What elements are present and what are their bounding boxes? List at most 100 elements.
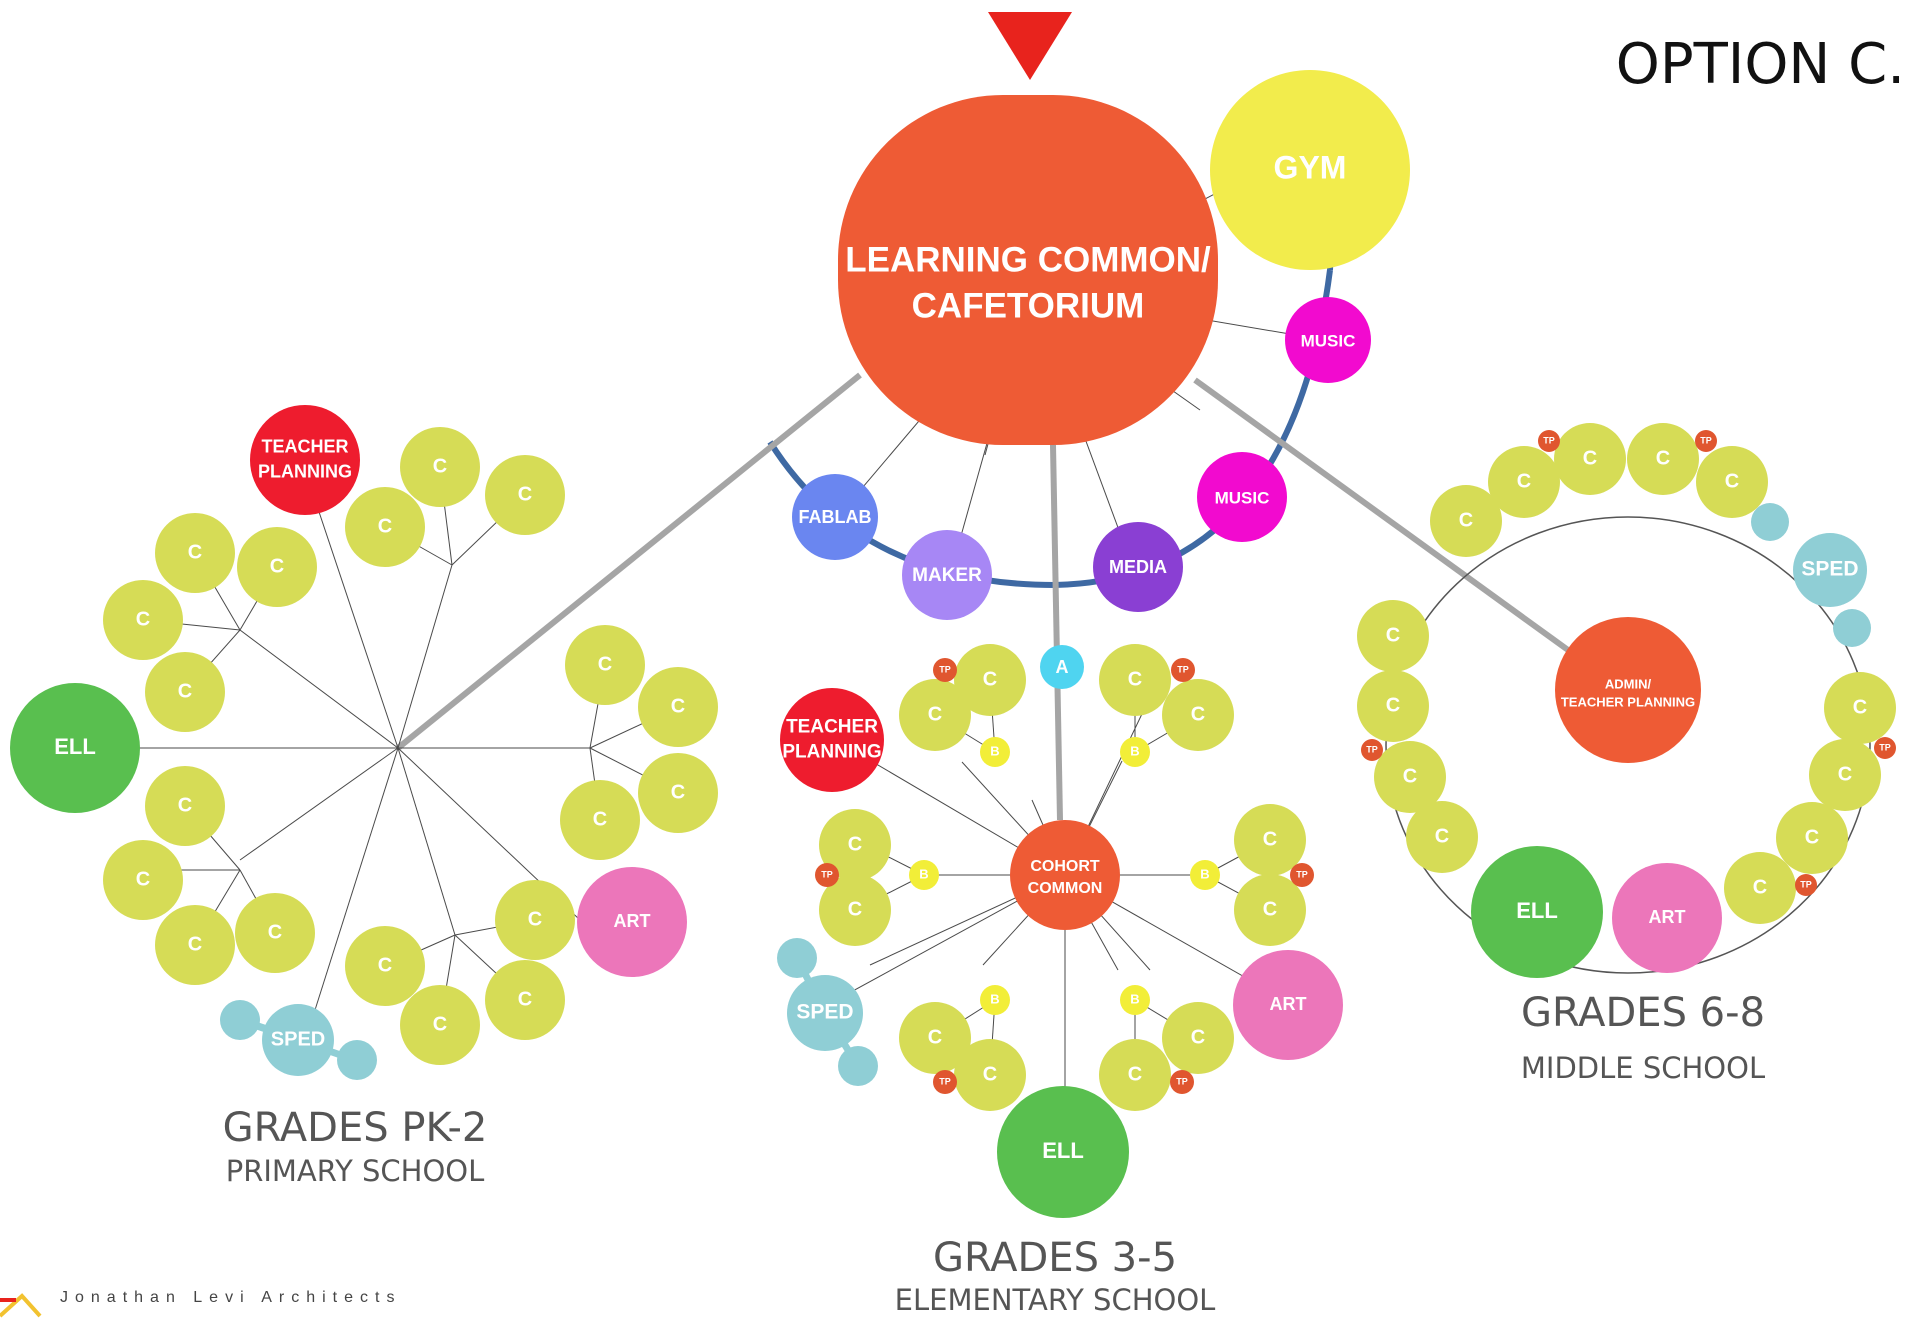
gym-label: GYM	[1274, 149, 1347, 185]
spine-middle	[1193, 377, 1570, 653]
classroom-label: C	[1403, 765, 1417, 787]
classroom-node	[1488, 446, 1560, 518]
ell-label: ELL	[1042, 1138, 1084, 1163]
tp-badge-label: TP	[1296, 869, 1308, 879]
classroom-node	[819, 874, 891, 946]
classroom-label: C	[1853, 696, 1867, 718]
classroom-node	[235, 893, 315, 973]
classroom-label: C	[983, 668, 997, 690]
classroom-node	[155, 513, 235, 593]
classroom-label: C	[378, 515, 392, 537]
firm-logo-icon	[0, 1293, 42, 1318]
classroom-label: C	[136, 868, 150, 890]
primary-spoke	[397, 564, 453, 749]
tp-badge-label: TP	[1879, 742, 1891, 752]
middle-heading: GRADES 6-8	[1521, 990, 1765, 1036]
classroom-node	[1724, 852, 1796, 924]
classroom-node	[485, 455, 565, 535]
elementary-heading: GRADES 3-5	[933, 1235, 1177, 1281]
classroom-label: C	[598, 653, 612, 675]
diagram-labels: OPTION C.LEARNING COMMON/CAFETORIUMGYMMU…	[54, 32, 1905, 1317]
classroom-label: C	[1435, 825, 1449, 847]
classroom-label: C	[848, 898, 862, 920]
learning-common-cafetorium	[838, 95, 1218, 445]
sped-room-node	[838, 1046, 878, 1086]
tp-badge	[1795, 874, 1817, 896]
tp-badge	[1171, 658, 1195, 682]
classroom-label: C	[1263, 828, 1277, 850]
firm-name: Jonathan Levi Architects	[60, 1289, 401, 1306]
classroom-label: C	[528, 908, 542, 930]
classroom-label: C	[1386, 694, 1400, 716]
classroom-label: C	[178, 794, 192, 816]
sped-label: SPED	[796, 1001, 853, 1024]
learning-common-label-line-1: LEARNING COMMON/	[845, 240, 1211, 279]
classroom-label: C	[268, 921, 282, 943]
a-badge	[1040, 645, 1084, 689]
classroom-node	[1824, 672, 1896, 744]
media-node	[1093, 522, 1183, 612]
music-node	[1197, 452, 1287, 542]
classroom-label: C	[1656, 447, 1670, 469]
b-badge	[1190, 860, 1220, 890]
tp-badge	[815, 863, 839, 887]
sped-label: SPED	[271, 1028, 325, 1050]
sped-label: SPED	[1801, 558, 1858, 581]
middle-subheading: MIDDLE SCHOOL	[1521, 1051, 1765, 1085]
b-badge-label: B	[990, 743, 999, 758]
a-badge-label: A	[1056, 657, 1069, 677]
tp-badge-label: TP	[939, 1076, 951, 1086]
classroom-node	[1162, 1002, 1234, 1074]
classroom-node	[1696, 446, 1768, 518]
classroom-node	[237, 527, 317, 607]
entry-arrow-icon	[988, 12, 1072, 80]
classroom-node	[1234, 804, 1306, 876]
tp-badge	[1170, 1070, 1194, 1094]
classroom-node	[1357, 670, 1429, 742]
sped-node	[262, 1004, 334, 1076]
classroom-node	[1357, 600, 1429, 672]
classroom-node	[1554, 423, 1626, 495]
tp-badge-label: TP	[1800, 879, 1812, 889]
diagram-nodes	[0, 12, 1896, 1318]
b-badge	[909, 860, 939, 890]
classroom-node	[899, 1002, 971, 1074]
classroom-label: C	[1263, 898, 1277, 920]
classroom-label: C	[188, 933, 202, 955]
admin-teacher-planning-label-line-1: ADMIN/	[1605, 676, 1652, 691]
classroom-node	[103, 580, 183, 660]
tp-badge	[1290, 863, 1314, 887]
middle-loop	[1385, 516, 1871, 974]
classroom-node	[400, 427, 480, 507]
classroom-node	[345, 487, 425, 567]
classroom-node	[819, 809, 891, 881]
classroom-label: C	[671, 695, 685, 717]
tp-badge	[933, 1070, 957, 1094]
classroom-node	[638, 667, 718, 747]
elementary-subheading: ELEMENTARY SCHOOL	[895, 1283, 1216, 1317]
classroom-node	[560, 780, 640, 860]
classroom-node	[1099, 1039, 1171, 1111]
art-node	[1612, 863, 1722, 973]
classroom-node	[1627, 423, 1699, 495]
classroom-label: C	[983, 1063, 997, 1085]
music-label: MUSIC	[1215, 488, 1270, 507]
primary-spoke	[304, 469, 399, 749]
classroom-label: C	[518, 483, 532, 505]
teacher-planning-node	[780, 688, 884, 792]
classroom-label: C	[671, 781, 685, 803]
tp-badge-label: TP	[821, 869, 833, 879]
spine-primary	[396, 372, 862, 751]
sped-room-node	[337, 1040, 377, 1080]
classroom-node	[1430, 485, 1502, 557]
classroom-node	[954, 644, 1026, 716]
grade-3rd-label: 3RD	[939, 782, 981, 805]
grade-8th-label: 8TH	[1617, 523, 1657, 546]
tp-badge-label: TP	[1700, 435, 1712, 445]
b-badge	[1120, 985, 1150, 1015]
classroom-label: C	[1459, 509, 1473, 531]
sped-room-node	[220, 1000, 260, 1040]
page-title: OPTION C.	[1616, 32, 1905, 97]
classroom-node	[1776, 802, 1848, 874]
